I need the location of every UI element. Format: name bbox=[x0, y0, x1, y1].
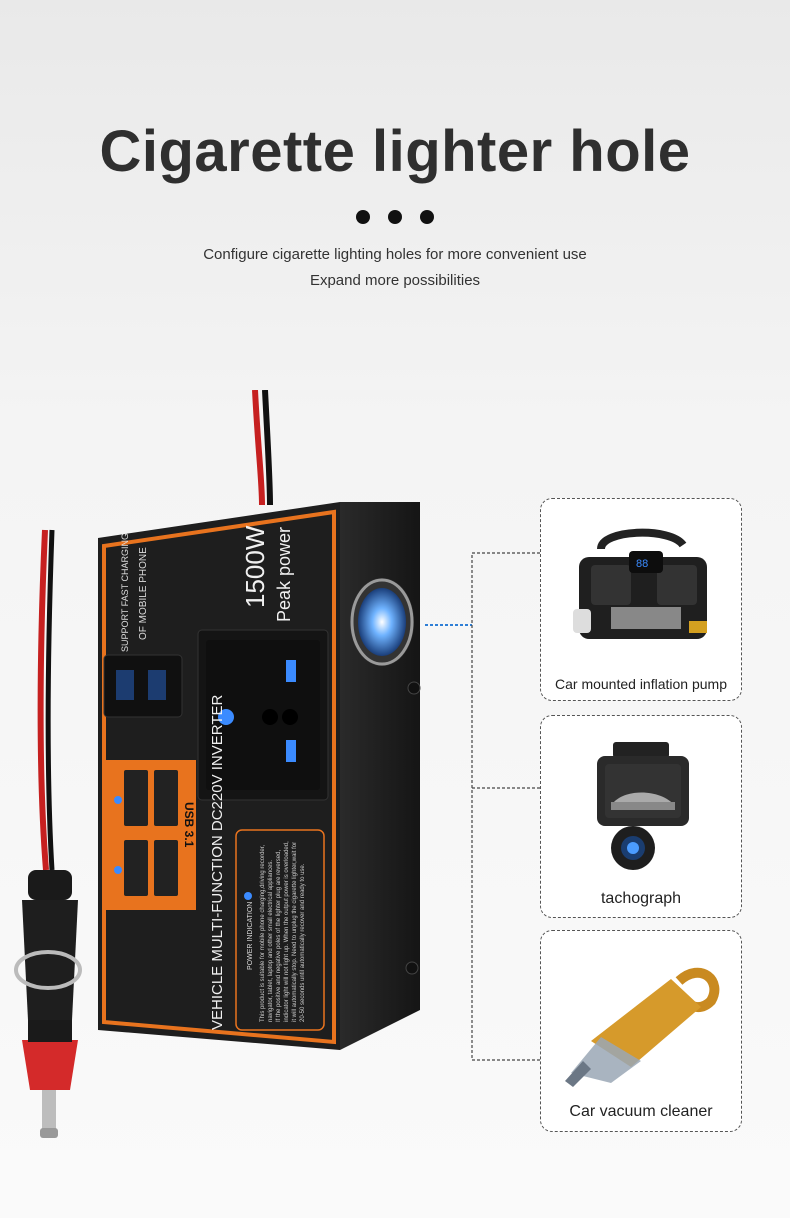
model-name-text: VEHICLE MULTI-FUNCTION DC220V INVERTER bbox=[209, 695, 226, 1030]
indication-text: This product is suitable for mobile phon… bbox=[260, 840, 306, 1022]
dot bbox=[356, 210, 370, 224]
indication-title-text: POWER INDICATION bbox=[247, 902, 254, 970]
side-label-line2: OF MOBILE PHONE bbox=[138, 547, 149, 640]
accessory-card-air-pump: 88 Car mounted inflation pump bbox=[540, 498, 742, 701]
accessory-label: Car vacuum cleaner bbox=[569, 1103, 713, 1120]
dot bbox=[388, 210, 402, 224]
decorative-dots bbox=[0, 210, 790, 224]
accessory-label: tachograph bbox=[600, 890, 682, 907]
inverter-product-image: 1500W Peak power SUPPORT FAST CHARGING O… bbox=[14, 390, 421, 1138]
subtitle-line-1: Configure cigarette lighting holes for m… bbox=[203, 246, 587, 263]
air-pump-icon: 88 bbox=[573, 528, 707, 639]
power-rating-text: 1500W bbox=[240, 525, 270, 608]
dot bbox=[420, 210, 434, 224]
accessory-card-tachograph: tachograph bbox=[540, 715, 742, 918]
inverter-body bbox=[98, 502, 421, 1050]
cigarette-lighter-hole bbox=[350, 578, 414, 666]
accessory-label: Car mounted inflation pump bbox=[555, 676, 727, 692]
subtitle-line-2: Expand more possibilities bbox=[309, 272, 481, 289]
power-label-text: Peak power bbox=[274, 527, 294, 622]
page-title: Cigarette lighter hole bbox=[99, 119, 691, 184]
accessory-card-vacuum: Car vacuum cleaner bbox=[540, 930, 742, 1132]
cigarette-plug bbox=[14, 870, 82, 1138]
dashcam-icon bbox=[597, 742, 689, 870]
side-label-line1: SUPPORT FAST CHARGING bbox=[120, 533, 130, 652]
svg-text:88: 88 bbox=[636, 558, 648, 570]
vacuum-cleaner-icon bbox=[565, 967, 720, 1087]
usb-badge-text: USB 3.1 bbox=[182, 802, 196, 848]
